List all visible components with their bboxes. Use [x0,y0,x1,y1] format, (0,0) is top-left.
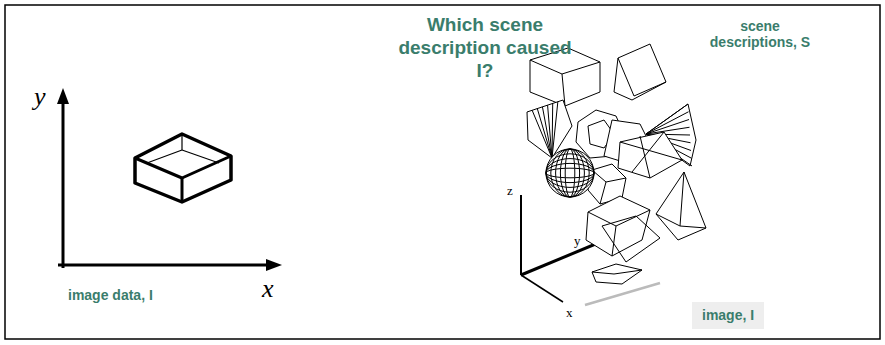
shape-stroke [520,195,522,275]
shape-stroke [546,149,594,197]
axis-label: z [507,184,513,197]
shape-stroke [614,44,666,100]
heading: Which scene description caused I? [390,14,580,82]
shape-stroke [521,275,563,302]
image-axes [57,88,282,271]
shape-stroke [542,107,552,158]
shape-stroke [57,88,69,104]
shape-stroke [618,58,666,96]
shape-stroke [135,134,231,202]
cube-drawing [135,134,231,202]
shape-stroke [592,170,626,182]
shape-stroke [656,214,680,226]
shape-stroke [147,150,182,163]
shape-stroke [266,259,282,271]
shape-stroke [618,132,682,178]
shape-stroke [546,154,594,192]
shape-stroke [181,178,184,202]
shape-stroke [552,102,558,158]
shape-stroke [560,149,579,197]
shape-stroke [182,150,219,163]
shape-stroke [565,149,575,197]
shape-stroke [646,127,690,134]
shape-stroke [546,149,594,197]
shape-stroke [548,105,552,158]
caption-label: image data, I [68,288,153,303]
shape-stroke [588,210,650,226]
shape-stroke [62,100,65,268]
shape-stroke [546,168,594,178]
shape-stroke [592,270,642,274]
shape-stroke [600,182,606,204]
shape-stroke [656,172,706,240]
caption-label: scene descriptions, S [700,18,820,50]
axis-label: y [574,234,581,247]
shape-stroke [551,149,589,197]
shape-stroke [181,134,182,150]
shape-stroke [58,264,268,267]
shape-stroke [586,196,650,256]
shape-stroke [646,120,689,135]
shape-stroke [530,60,600,74]
shape-stroke [532,102,558,158]
shape-stroke [632,132,664,172]
shape-stroke [546,163,594,182]
shape-stroke [592,264,642,284]
shape-stroke [546,159,594,188]
scene-shapes [527,44,706,284]
shape-stroke [646,112,689,134]
shape-stroke [640,136,650,178]
shape-stroke [620,142,682,160]
shape-stroke [602,216,660,262]
axis-label: x [566,306,573,319]
axis-label: y [34,84,46,110]
shape-stroke [135,156,231,178]
shape-stroke [556,149,585,197]
axis-label: x [262,276,274,302]
shape-stroke [585,283,660,305]
scene-axes [521,195,660,305]
shape-stroke [680,172,706,228]
frame [5,5,880,339]
caption-label: image, I [692,302,764,329]
shape-stroke [646,104,688,134]
